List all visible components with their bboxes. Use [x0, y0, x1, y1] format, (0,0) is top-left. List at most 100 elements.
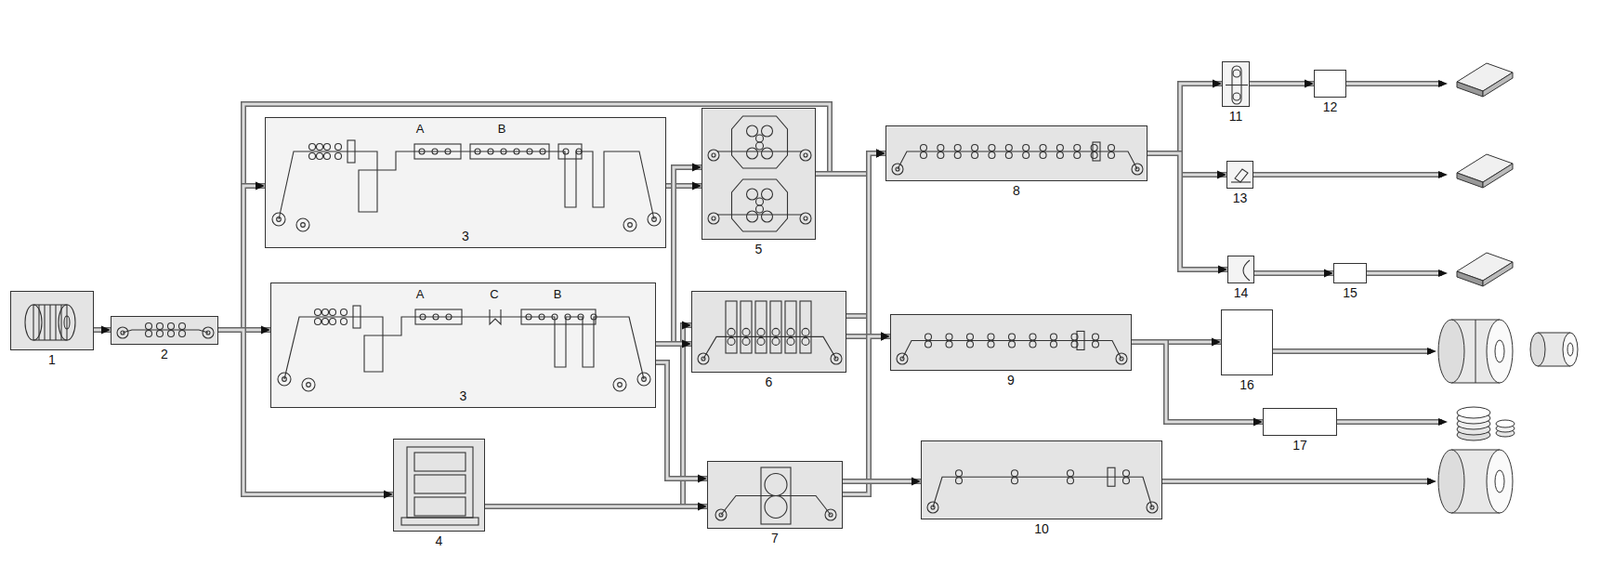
roller-symbol — [322, 318, 329, 326]
strip-path — [122, 329, 209, 333]
connector-fill — [1147, 153, 1227, 175]
arrowhead — [876, 149, 886, 158]
roller-symbol — [1123, 477, 1130, 485]
furnace-frame — [406, 446, 473, 518]
roller-symbol — [945, 340, 953, 348]
furnace-symbol — [414, 144, 461, 159]
coil-symbol — [1115, 353, 1128, 365]
mill-stand — [770, 301, 782, 354]
callout-number: 6 — [765, 374, 774, 390]
roller-symbol — [1067, 470, 1075, 477]
shear-drum — [1232, 92, 1241, 101]
roller-symbol — [474, 148, 481, 155]
flow-connector — [842, 332, 891, 496]
coil-symbol — [272, 212, 286, 226]
roller-symbol — [539, 148, 546, 155]
roller-symbol — [329, 318, 337, 326]
roller-symbol — [967, 333, 974, 341]
roller-symbol — [945, 333, 953, 341]
roller-symbol — [1039, 152, 1047, 159]
arrowhead — [1427, 477, 1437, 486]
coil-core — [900, 356, 905, 361]
roller-symbol — [525, 314, 532, 320]
roller-symbol — [179, 329, 186, 337]
roller-symbol — [324, 144, 331, 151]
flow-connector — [655, 340, 692, 349]
strip-path — [721, 496, 831, 516]
roller-symbol — [742, 327, 750, 336]
connector-outline — [842, 478, 921, 485]
callout-number: 8 — [1012, 183, 1021, 198]
arrowhead — [1438, 79, 1448, 88]
roller-symbol — [967, 340, 974, 348]
arrowhead — [1211, 338, 1221, 347]
roller-symbol — [145, 329, 153, 337]
arrowhead — [692, 182, 702, 191]
coil-core — [701, 356, 706, 361]
roller-symbol — [954, 152, 961, 159]
flow-connector — [1249, 79, 1314, 89]
callout-number: 1 — [48, 352, 56, 368]
coil-symbol — [830, 353, 842, 365]
arrowhead — [876, 149, 886, 158]
strip-path — [1231, 181, 1251, 183]
connector-fill — [1249, 82, 1314, 86]
callout-number: 3 — [461, 228, 470, 244]
roller-symbol — [329, 309, 337, 316]
work-roll — [747, 210, 759, 223]
roller-symbol — [445, 314, 452, 320]
arrowhead — [383, 490, 394, 499]
small-coil-icon — [1530, 332, 1578, 367]
strip-path — [1225, 84, 1248, 86]
mill-stand — [740, 301, 752, 354]
roller-symbol — [1123, 470, 1130, 477]
callout-number: 13 — [1232, 190, 1248, 206]
furnace-stack — [414, 452, 466, 472]
cutter-symbol — [1234, 169, 1248, 183]
part-letter: A — [416, 287, 425, 302]
roller-symbol — [316, 153, 324, 160]
flow-connector — [218, 182, 265, 331]
coil-core — [803, 216, 808, 221]
shear-symbol — [1076, 330, 1085, 350]
roller-symbol — [1005, 152, 1012, 159]
process-box: 4 — [393, 438, 486, 532]
equipment-illustration — [1263, 408, 1338, 437]
coil-wrap — [54, 304, 56, 341]
equipment-illustration — [1222, 62, 1251, 108]
coil-core — [834, 356, 839, 361]
output-line — [1346, 82, 1443, 86]
coil-core — [306, 382, 312, 388]
coil-core — [301, 222, 306, 228]
coil-symbol — [296, 218, 310, 232]
coil-symbol — [623, 218, 637, 232]
coil-core — [617, 382, 623, 388]
roller-symbol — [500, 148, 507, 155]
coil-symbol — [800, 212, 812, 224]
equipment-illustration — [891, 314, 1133, 372]
work-roll — [761, 125, 774, 137]
part-letter: B — [553, 287, 563, 302]
roller-symbol — [309, 153, 316, 160]
coil-core — [711, 153, 716, 158]
welder-symbol — [347, 140, 355, 163]
mill-stand — [800, 301, 812, 354]
coil-core — [895, 167, 900, 171]
equipment-illustration — [702, 108, 817, 241]
arrowhead — [681, 321, 692, 330]
roller-symbol — [1067, 477, 1075, 485]
coil-face — [25, 304, 42, 341]
arrowhead — [880, 332, 891, 341]
arrowhead — [876, 149, 886, 158]
output-line — [1253, 171, 1443, 178]
coil-core — [206, 330, 210, 335]
roller-symbol — [1022, 152, 1030, 159]
arrowhead — [1212, 79, 1222, 89]
coil-symbol — [613, 378, 627, 392]
roller-symbol — [324, 153, 331, 160]
arrowhead — [681, 340, 692, 349]
roller-symbol — [1090, 152, 1098, 159]
arrowhead — [911, 477, 921, 486]
furnace-symbol — [470, 144, 550, 159]
